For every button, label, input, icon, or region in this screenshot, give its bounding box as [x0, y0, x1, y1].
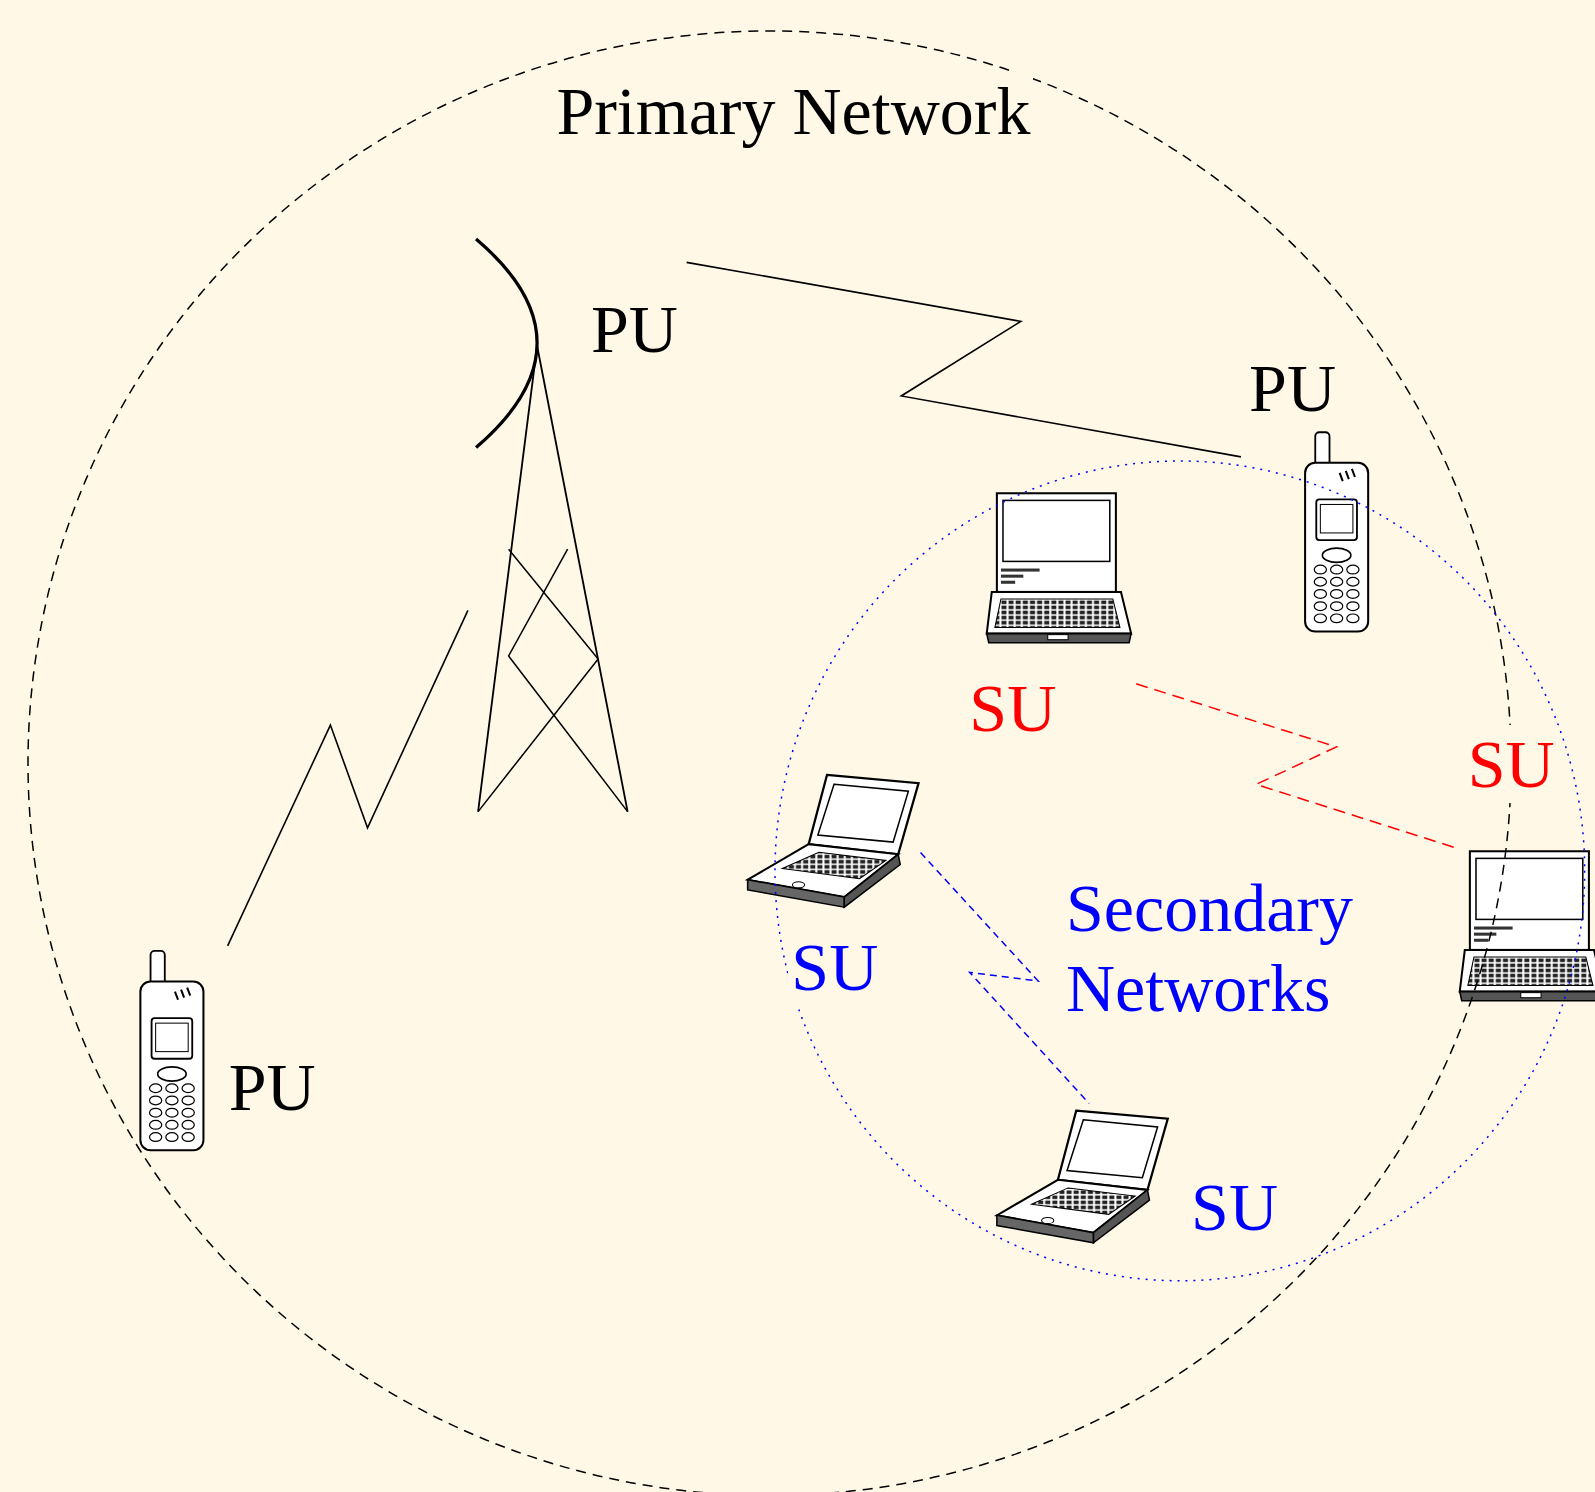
secondary-link — [1136, 684, 1459, 849]
device-label: SU — [788, 928, 881, 1006]
primary-user-phone: PU — [137, 946, 325, 1151]
laptop-icon — [1460, 851, 1595, 1001]
region-outline — [28, 31, 1511, 1492]
region-outline — [775, 461, 1585, 1281]
secondary-user-laptop: SU — [961, 488, 1136, 752]
secondary-network-region: Secondary NetworksSUSUSUSU — [775, 461, 1585, 1281]
secondary-user-laptop: SU — [743, 768, 921, 1010]
network-title: Secondary Networks — [1063, 868, 1400, 1028]
primary-network-region: Primary NetworkPUPUPUSecondary NetworksS… — [28, 31, 1511, 1492]
phone-icon — [140, 951, 203, 1150]
laptop-icon — [987, 493, 1131, 643]
network-title: Primary Network — [553, 72, 1033, 150]
icon-part — [476, 239, 537, 447]
secondary-user-laptop: SU — [992, 1103, 1287, 1256]
device-label: SU — [1188, 1168, 1281, 1246]
radio-link — [687, 262, 1241, 456]
laptop-icon — [748, 775, 919, 907]
device-label: PU — [1246, 349, 1339, 427]
laptop-icon — [997, 1111, 1168, 1243]
device-label: PU — [588, 290, 681, 368]
device-label: SU — [966, 669, 1059, 747]
device-label: PU — [226, 1048, 319, 1126]
radio-link — [228, 610, 468, 945]
icon-part — [478, 549, 628, 811]
secondary-user-laptop: SU — [1460, 720, 1592, 1007]
phone-icon — [1305, 432, 1368, 631]
region-outline — [28, 31, 1511, 1492]
device-label: SU — [1465, 725, 1558, 803]
primary-user-phone: PU — [1241, 346, 1373, 631]
base-station: PU — [468, 232, 687, 819]
icon-part — [478, 346, 628, 812]
